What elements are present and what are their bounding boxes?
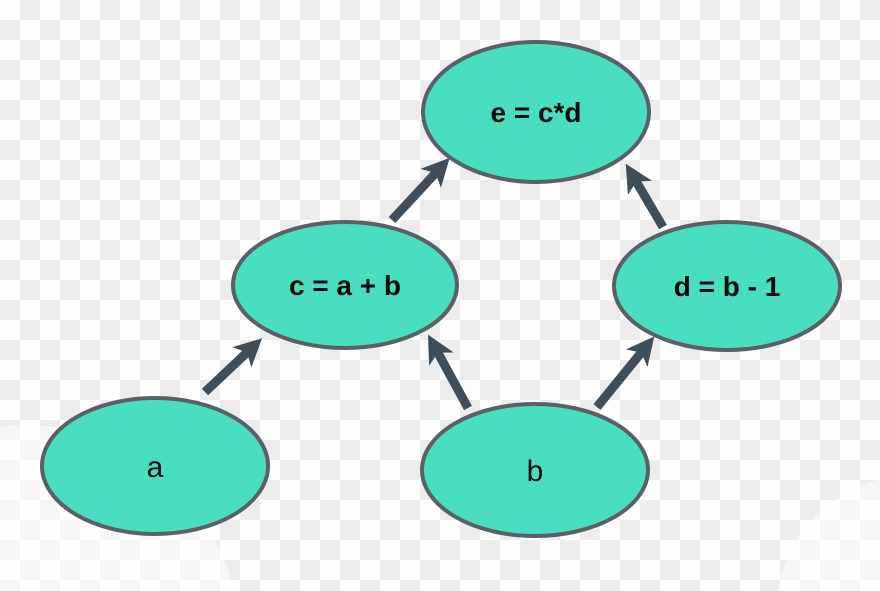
node-d-label: d = b - 1	[674, 271, 781, 302]
nodes-layer: a b c = a + b d = b - 1 e = c*d	[40, 40, 842, 538]
edge-b-to-c	[427, 334, 472, 411]
node-e: e = c*d	[421, 40, 651, 184]
node-e-ellipse	[421, 40, 651, 184]
node-c-ellipse	[231, 220, 459, 350]
node-c: c = a + b	[231, 220, 459, 350]
edges-layer	[201, 157, 667, 411]
node-c-label: c = a + b	[289, 270, 401, 301]
node-b-ellipse	[420, 402, 650, 538]
edge-b-to-d	[593, 336, 655, 410]
edge-d-to-e	[625, 163, 667, 230]
edge-a-to-c	[201, 338, 263, 396]
node-a-label: a	[147, 451, 164, 484]
node-b-label: b	[527, 455, 544, 488]
node-d: d = b - 1	[612, 220, 842, 352]
node-e-label: e = c*d	[490, 97, 581, 128]
node-d-ellipse	[612, 220, 842, 352]
node-a-ellipse	[40, 396, 270, 536]
node-a: a	[40, 396, 270, 536]
node-b: b	[420, 402, 650, 538]
edge-c-to-e	[388, 157, 450, 224]
